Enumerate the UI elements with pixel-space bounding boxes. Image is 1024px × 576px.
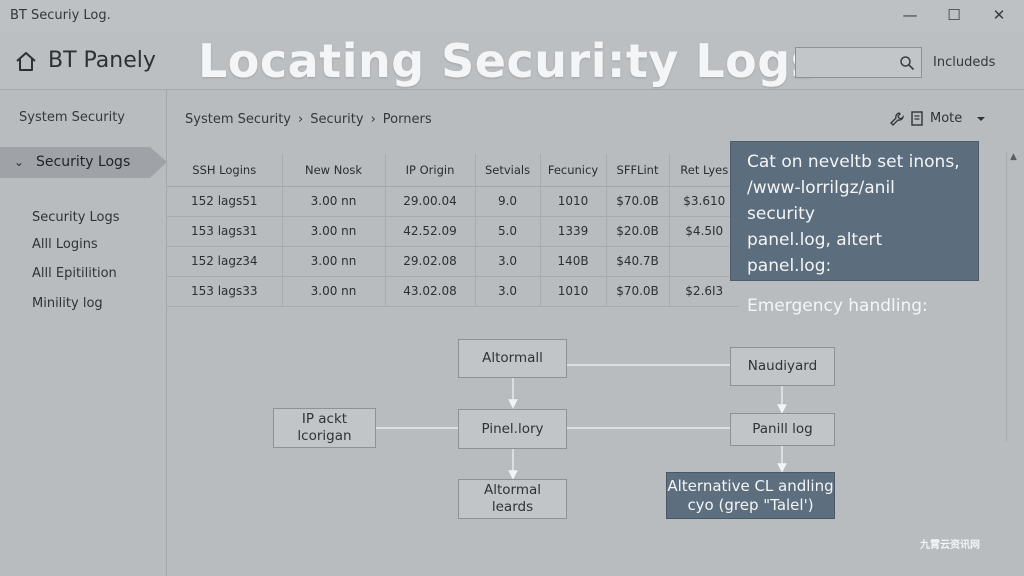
table-cell: 1010	[540, 186, 607, 217]
search-input[interactable]	[795, 47, 922, 78]
breadcrumb-item[interactable]: Security	[310, 112, 364, 127]
table-cell: 1010	[540, 276, 607, 307]
column-header[interactable]: SSH Logins	[167, 154, 283, 187]
table-cell: 3.0	[475, 276, 541, 307]
sidebar-item-label: Security Logs	[36, 154, 131, 170]
column-header[interactable]: Fecunicy	[540, 154, 607, 187]
table-cell: 42.52.09	[385, 216, 476, 247]
table-cell: 3.00 nn	[282, 186, 386, 217]
table-row[interactable]: 153 lags33 3.00 nn 43.02.08 3.0 1010 $70…	[167, 276, 739, 307]
caret-down-icon	[977, 116, 986, 121]
included-label[interactable]: Includeds	[933, 55, 996, 70]
table-cell: $70.0B	[606, 276, 670, 307]
more-label: Mote	[930, 111, 963, 126]
maximize-button[interactable]: ☐	[947, 6, 961, 24]
table-cell: $3.610	[669, 186, 739, 217]
info-line-emergency: Emergency handling:	[747, 296, 928, 316]
flow-node-label: Altormall	[482, 350, 543, 366]
table-cell: 3.0	[475, 246, 541, 277]
wrench-icon	[890, 111, 904, 126]
flow-node-label: Alternative CL andling	[667, 476, 834, 495]
flow-node-panill-log[interactable]: Panill log	[730, 413, 835, 446]
window-titlebar: BT Securiy Log. — ☐ ✕	[0, 0, 1024, 32]
table-cell: $4.5I0	[669, 216, 739, 247]
column-header[interactable]: Setvials	[475, 154, 541, 187]
breadcrumb-separator: ›	[370, 112, 376, 127]
table-cell: 29.02.08	[385, 246, 476, 277]
table-row[interactable]: 152 lagz34 3.00 nn 29.02.08 3.0 140B $40…	[167, 246, 739, 277]
breadcrumb-separator: ›	[298, 112, 304, 127]
flow-node-label: Pinel.lory	[481, 420, 544, 437]
flow-node-label: leards	[491, 499, 534, 515]
more-menu-button[interactable]: Mote	[890, 111, 988, 126]
table-cell: 1339	[540, 216, 607, 247]
column-header[interactable]: IP Origin	[385, 154, 476, 187]
security-log-table: SSH Logins New Nosk IP Origin Setvials F…	[167, 154, 739, 307]
app-header: BT Panely Locating Securi:ty Logs Includ…	[0, 32, 1024, 90]
table-cell	[669, 246, 739, 277]
table-row[interactable]: 152 lags51 3.00 nn 29.00.04 9.0 1010 $70…	[167, 186, 739, 217]
table-cell: 9.0	[475, 186, 541, 217]
sidebar: System Security ⌄ Security Logs Security…	[0, 90, 167, 576]
flow-node-alternal-leards[interactable]: Altormal leards	[458, 479, 567, 519]
column-header[interactable]: New Nosk	[282, 154, 386, 187]
window-title: BT Securiy Log.	[10, 8, 111, 23]
table-cell: 153 lags33	[167, 276, 283, 307]
home-icon[interactable]	[14, 50, 38, 74]
page-title-overlay: Locating Securi:ty Logs	[198, 34, 819, 88]
table-cell: $70.0B	[606, 186, 670, 217]
flow-node-label: Naudiyard	[747, 358, 818, 374]
sidebar-subitem-all-epitilition[interactable]: Alll Epitilition	[32, 266, 117, 281]
info-line: /www-lorrilgz/anil security	[747, 178, 895, 224]
info-line: Cat on neveltb set inons,	[747, 152, 960, 172]
flow-node-label: Panill log	[752, 421, 813, 437]
table-cell: 3.00 nn	[282, 216, 386, 247]
flow-node-naudiyard[interactable]: Naudiyard	[730, 347, 835, 386]
table-cell: 5.0	[475, 216, 541, 247]
scroll-up-arrow[interactable]: ▲	[1010, 152, 1017, 162]
table-cell: 152 lags51	[167, 186, 283, 217]
flow-node-label: cyo (grep "Talel')	[687, 495, 814, 514]
table-cell: $40.7B	[606, 246, 670, 277]
search-icon[interactable]	[899, 55, 915, 71]
chevron-down-icon: ⌄	[14, 155, 25, 169]
table-cell: 3.00 nn	[282, 276, 386, 307]
table-cell: 152 lagz34	[167, 246, 283, 277]
sidebar-item-security-logs-active[interactable]: ⌄ Security Logs	[0, 147, 167, 178]
table-cell: 29.00.04	[385, 186, 476, 217]
flow-node-alternall[interactable]: Altormall	[458, 339, 567, 378]
watermark-text: 九霄云资讯网	[920, 540, 980, 551]
info-line: panel.log, altert panel.log:	[747, 230, 883, 276]
table-cell: 3.00 nn	[282, 246, 386, 277]
table-cell: $2.6I3	[669, 276, 739, 307]
sidebar-subitem-security-logs[interactable]: Security Logs	[32, 210, 120, 225]
column-header[interactable]: Ret Lyes	[669, 154, 739, 187]
flow-node-label: lcorigan	[297, 428, 352, 444]
flow-node-label: Altormal	[483, 482, 542, 498]
sidebar-item-system-security[interactable]: System Security	[19, 110, 125, 125]
info-panel: Cat on neveltb set inons, /www-lorrilgz/…	[730, 141, 979, 316]
table-row[interactable]: 153 lags31 3.00 nn 42.52.09 5.0 1339 $20…	[167, 216, 739, 247]
flow-node-pinel-lory[interactable]: Pinel.lory	[458, 409, 567, 449]
vertical-scrollbar[interactable]: ▲	[1006, 152, 1020, 442]
flow-node-ip-origin[interactable]: IP ackt lcorigan	[273, 408, 376, 448]
sidebar-subitem-all-logins[interactable]: Alll Logins	[32, 237, 98, 252]
table-cell: 140B	[540, 246, 607, 277]
close-button[interactable]: ✕	[992, 6, 1006, 24]
table-cell: 43.02.08	[385, 276, 476, 307]
breadcrumb: System Security › Security › Porners	[185, 112, 432, 127]
document-icon	[911, 111, 923, 126]
minimize-button[interactable]: —	[902, 6, 918, 24]
flow-node-alternative-handling[interactable]: Alternative CL andling cyo (grep "Talel'…	[666, 472, 835, 519]
flow-node-label: IP ackt	[301, 411, 348, 427]
app-title: BT Panely	[48, 48, 156, 73]
table-cell: 153 lags31	[167, 216, 283, 247]
breadcrumb-item[interactable]: System Security	[185, 112, 291, 127]
breadcrumb-item[interactable]: Porners	[382, 112, 432, 127]
column-header[interactable]: SFFLint	[606, 154, 670, 187]
table-cell: $20.0B	[606, 216, 670, 247]
table-header-row: SSH Logins New Nosk IP Origin Setvials F…	[167, 154, 739, 187]
sidebar-subitem-minility-log[interactable]: Minility log	[32, 296, 103, 311]
